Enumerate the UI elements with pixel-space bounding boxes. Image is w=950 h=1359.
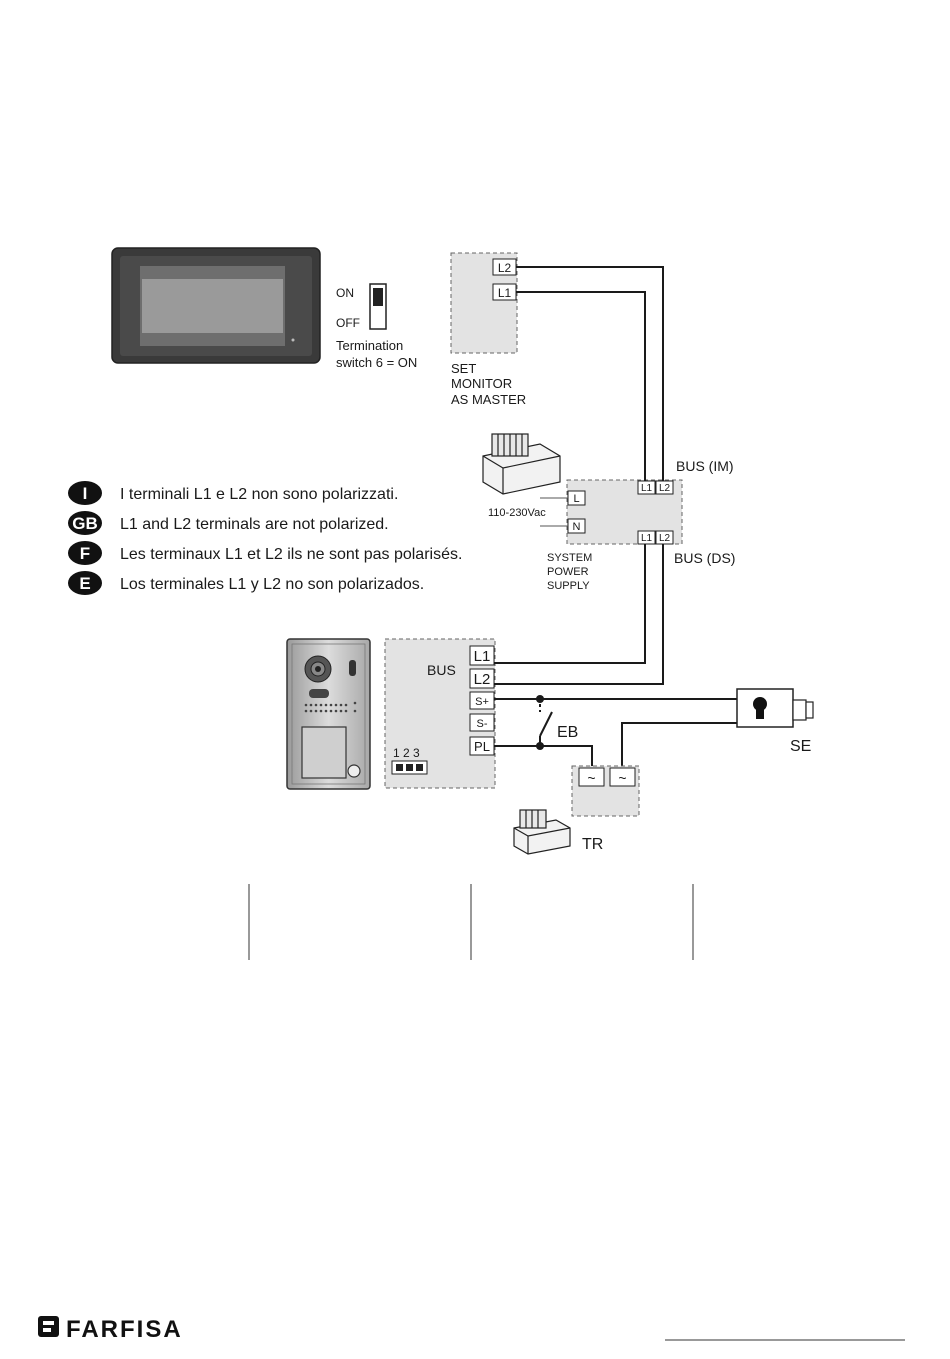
supply-caption-1: SYSTEM: [547, 552, 592, 564]
set-monitor-caption-3: AS MASTER: [451, 392, 526, 407]
transformer-box: [571, 765, 640, 817]
bus-im-label: BUS (IM): [676, 458, 734, 474]
monitor-l1-terminal: L1: [498, 286, 512, 300]
transformer-icon: [513, 809, 571, 855]
supply-voltage-label: 110-230Vac: [488, 507, 546, 519]
bus-ds-wires: [494, 544, 664, 685]
door-bus-label: BUS: [427, 662, 456, 678]
switch-on-label: ON: [336, 286, 354, 300]
door-entry-panel: [286, 638, 371, 790]
farfisa-logo-icon: [38, 1316, 59, 1337]
set-monitor-caption-2: MONITOR: [451, 376, 512, 391]
door-splus-terminal: S+: [475, 696, 489, 708]
lock-wiring: [494, 698, 737, 768]
termination-switch: [369, 283, 387, 330]
power-supply-icon: [482, 433, 561, 495]
lang-badge-e: E: [79, 574, 90, 593]
supply-n-terminal: N: [573, 521, 581, 533]
lang-badge-gb: GB: [72, 514, 98, 533]
supply-top-l1: L1: [641, 483, 653, 494]
supply-l-terminal: L: [573, 493, 579, 505]
dip-switch-label: 1 2 3: [393, 746, 420, 760]
system-power-supply-box: [566, 479, 683, 545]
column-dividers: [248, 884, 694, 960]
bus-im-wires: [516, 266, 664, 481]
transformer-tilde-2: ~: [618, 770, 626, 786]
lang-badge-f: F: [80, 544, 90, 563]
tr-label: TR: [582, 836, 603, 853]
note-french: Les terminaux L1 et L2 ils ne sont pas p…: [120, 546, 462, 563]
language-badges: [68, 481, 102, 595]
supply-caption-2: POWER: [547, 566, 589, 578]
junction-dot-top: [536, 695, 544, 703]
note-english: L1 and L2 terminals are not polarized.: [120, 516, 389, 533]
supply-bottom-l1: L1: [641, 533, 653, 544]
supply-bottom-l2: L2: [659, 533, 671, 544]
monitor-device: [111, 247, 321, 364]
termination-label-2: switch 6 = ON: [336, 355, 417, 370]
door-unit-terminal-box: [384, 638, 496, 789]
se-label: SE: [790, 738, 811, 755]
note-italian: I terminali L1 e L2 non sono polarizzati…: [120, 486, 398, 503]
termination-label-1: Termination: [336, 338, 403, 353]
set-monitor-box: [450, 252, 518, 354]
door-pl-terminal: PL: [474, 739, 490, 754]
set-monitor-caption-1: SET: [451, 361, 476, 376]
switch-off-label: OFF: [336, 316, 360, 330]
door-l2-terminal: L2: [474, 671, 491, 688]
supply-caption-3: SUPPLY: [547, 580, 590, 592]
door-sminus-terminal: S-: [477, 718, 488, 730]
electric-lock-icon: [736, 688, 814, 728]
eb-label: EB: [557, 724, 578, 741]
transformer-tilde-1: ~: [587, 770, 595, 786]
lang-badge-i: I: [83, 484, 88, 503]
supply-top-l2: L2: [659, 483, 671, 494]
note-spanish: Los terminales L1 y L2 no son polarizado…: [120, 576, 424, 593]
monitor-l2-terminal: L2: [498, 261, 512, 275]
bus-ds-label: BUS (DS): [674, 550, 735, 566]
farfisa-logo-text: FARFISA: [66, 1316, 183, 1343]
junction-dot-bottom: [536, 742, 544, 750]
door-l1-terminal: L1: [474, 648, 491, 665]
